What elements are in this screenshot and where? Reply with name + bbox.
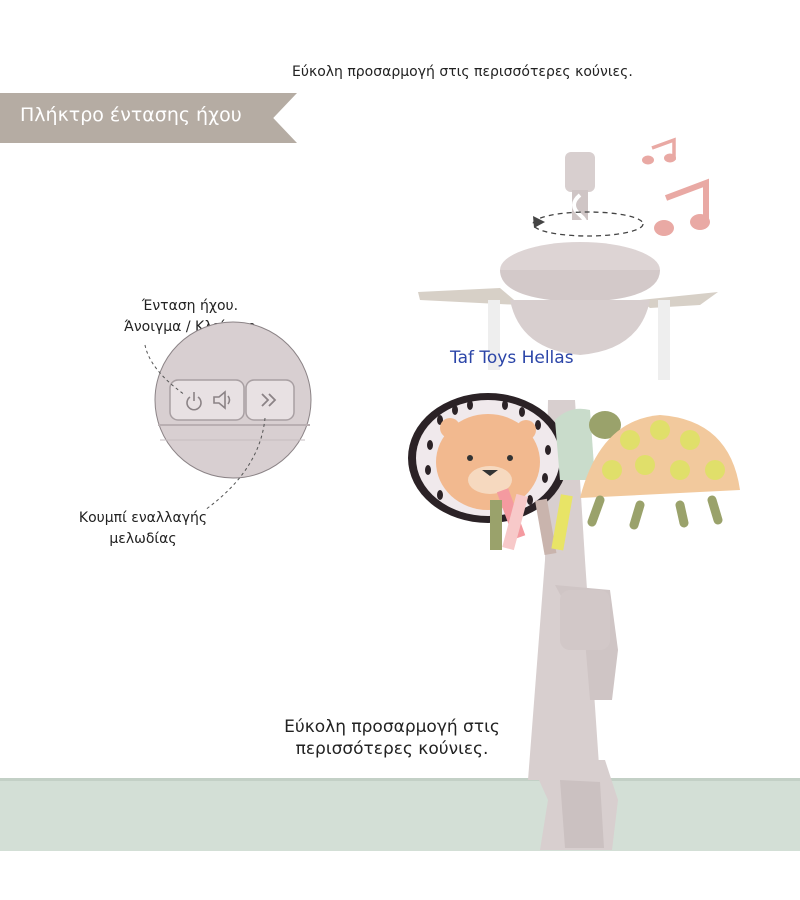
feature-banner bbox=[0, 93, 297, 143]
turtle-toy bbox=[555, 408, 740, 530]
melody-callout-line2: μελωδίας bbox=[109, 531, 177, 547]
mobile-stem bbox=[565, 152, 595, 237]
music-note-icon bbox=[642, 137, 710, 236]
lion-toy bbox=[408, 393, 573, 556]
feature-banner-label: Πλήκτρο έντασης ήχου bbox=[20, 104, 242, 126]
clamp-arm bbox=[528, 400, 618, 850]
volume-icon[interactable] bbox=[213, 390, 231, 410]
rotate-arrow-icon bbox=[532, 211, 644, 237]
top-caption: Εύκολη προσαρμογή στις περισσότερες κούν… bbox=[292, 64, 633, 80]
melody-callout-line1: Κουμπί εναλλαγής bbox=[78, 510, 208, 526]
volume-callout-line1: Ένταση ήχου. bbox=[141, 298, 239, 314]
watermark: Taf Toys Hellas bbox=[450, 348, 574, 368]
melody-callout: Κουμπί εναλλαγής μελωδίας bbox=[58, 508, 228, 550]
crib-rail bbox=[0, 778, 800, 851]
mobile-body bbox=[418, 242, 718, 380]
next-melody-icon[interactable] bbox=[261, 393, 277, 407]
bottom-caption-line2: περισσότερες κούνιες. bbox=[295, 739, 489, 759]
power-icon[interactable] bbox=[186, 392, 202, 411]
bottom-caption: Εύκολη προσαρμογή στις περισσότερες κούν… bbox=[262, 716, 522, 760]
bottom-caption-line1: Εύκολη προσαρμογή στις bbox=[284, 717, 500, 737]
button-panel-zoom bbox=[154, 321, 312, 479]
